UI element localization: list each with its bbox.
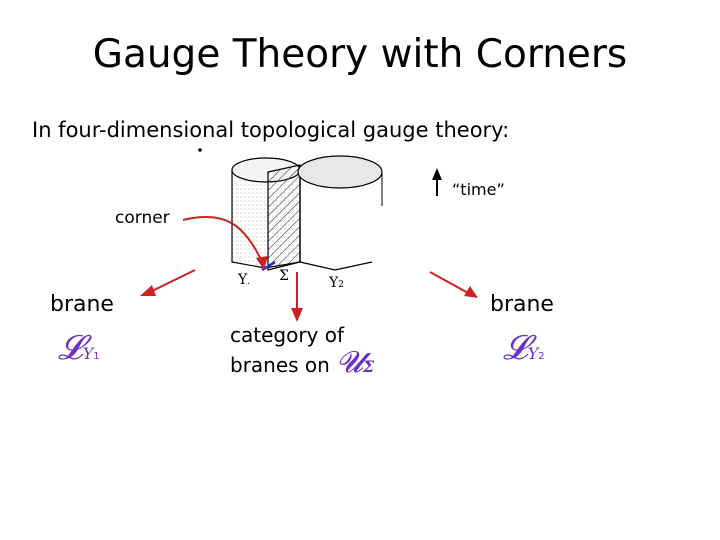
left-arrow <box>149 269 196 293</box>
category-description: category of branes on 𝓤Σ <box>230 322 374 380</box>
slide-title: Gauge Theory with Corners <box>92 32 628 77</box>
cylinder-right-top <box>297 155 383 189</box>
right-arrow <box>429 271 471 295</box>
brane-left-label: brane <box>50 292 114 317</box>
category-line-1: category of <box>230 323 345 347</box>
lagrangian-y2: 𝓛Y2 <box>503 328 545 368</box>
lagrangian-y1: 𝓛Y1 <box>58 328 100 368</box>
y2-figure-label: Y2 <box>329 275 344 291</box>
sigma-figure-label: Σ <box>279 268 289 284</box>
cylinder-right-body <box>299 165 373 271</box>
slide-subtitle: In four-dimensional topological gauge th… <box>32 118 510 142</box>
category-line-2: branes on 𝓤Σ <box>230 345 375 380</box>
corner-label: corner <box>115 208 170 228</box>
time-label: “time” <box>452 180 505 199</box>
sigma-wall <box>267 164 301 271</box>
y1-figure-label: Y. <box>238 272 251 288</box>
brane-right-label: brane <box>490 292 554 317</box>
corner-arrow <box>182 216 263 263</box>
